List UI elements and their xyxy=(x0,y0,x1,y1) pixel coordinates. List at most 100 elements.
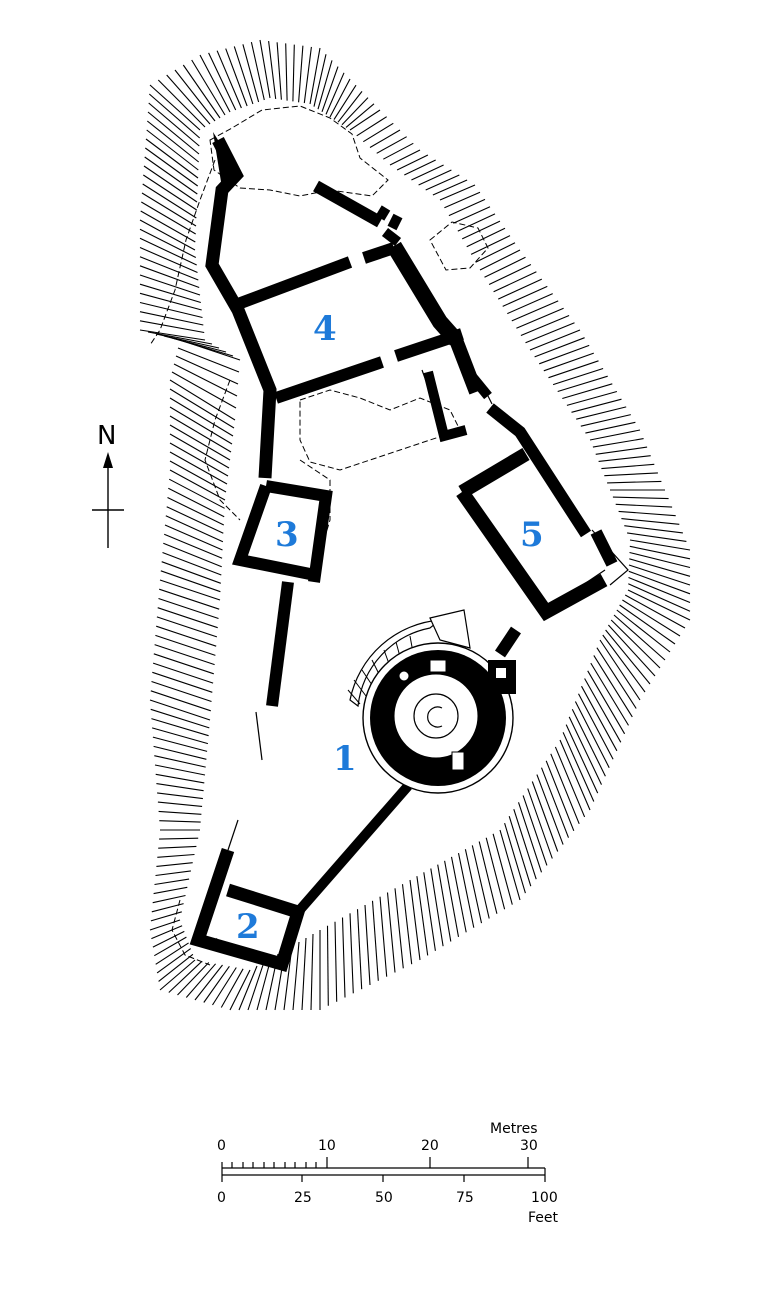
hachure-stroke xyxy=(152,894,186,904)
hachure-stroke xyxy=(502,285,548,307)
hachure-stroke xyxy=(411,164,444,181)
hachure-stroke xyxy=(485,837,506,910)
hachure-stroke xyxy=(590,662,629,726)
hachure-stroke xyxy=(169,388,235,429)
hachure-stroke xyxy=(177,347,240,373)
hachure-stroke xyxy=(154,755,206,768)
hachure-stroke xyxy=(601,463,655,470)
hachure-stroke xyxy=(333,84,357,120)
area-numbers: 1 2 3 4 5 xyxy=(236,309,544,947)
hachure-stroke xyxy=(559,739,591,811)
hachure-stroke xyxy=(285,43,288,101)
hachure-stroke xyxy=(144,156,198,195)
hachure-stroke xyxy=(450,856,467,933)
hachure-stroke xyxy=(401,884,413,965)
hachure-stroke xyxy=(171,371,237,409)
hachure-stroke xyxy=(169,379,236,421)
hachure-stroke xyxy=(618,510,676,517)
hachure-stroke xyxy=(628,576,691,604)
hachure-stroke xyxy=(166,506,224,534)
hachure-stroke xyxy=(439,184,476,201)
hachure-stroke xyxy=(313,54,327,107)
hachure-stroke xyxy=(154,936,187,957)
hachure-stroke xyxy=(396,154,429,171)
hachure-stroke xyxy=(598,455,651,462)
hachure-stroke xyxy=(159,579,221,601)
hachure-stroke xyxy=(208,52,237,111)
hachure-stroke xyxy=(139,228,197,258)
hachure-stroke xyxy=(142,174,198,211)
hachure-stroke xyxy=(169,424,231,461)
hachure-stroke xyxy=(548,360,599,379)
label-area-5: 5 xyxy=(520,515,544,555)
hachure-stroke xyxy=(156,616,218,638)
hachure-stroke xyxy=(349,913,354,994)
hachure-stroke xyxy=(418,169,452,186)
hachure-stroke xyxy=(182,64,221,119)
hachure-stroke xyxy=(149,84,201,131)
scale-feet-tick-100: 100 xyxy=(531,1190,558,1206)
hachure-stroke xyxy=(341,97,369,126)
north-arrowhead xyxy=(103,452,113,468)
hachure-stroke xyxy=(139,329,206,341)
hachure-stroke xyxy=(174,69,216,122)
hachure-stroke xyxy=(394,888,404,969)
hachure-stroke xyxy=(540,767,570,838)
hachure-stroke xyxy=(593,655,633,718)
hachure-stroke xyxy=(585,421,636,434)
hachure-stroke xyxy=(628,570,691,595)
hachure-stroke xyxy=(488,264,532,285)
hachure-stroke xyxy=(151,718,209,737)
hachure-stroke xyxy=(140,210,196,243)
hachure-stroke xyxy=(161,561,221,584)
hachure-stroke xyxy=(169,442,229,477)
hachure-stroke xyxy=(151,925,183,940)
hachure-stroke xyxy=(363,122,394,143)
hachure-stroke xyxy=(557,375,608,393)
hachure-stroke xyxy=(169,469,226,501)
hachure-stroke xyxy=(157,853,195,858)
hachure-stroke xyxy=(158,597,219,620)
hachure-stroke xyxy=(568,716,602,785)
scale-metres-label: Metres xyxy=(490,1121,538,1137)
hachure-stroke xyxy=(194,964,223,1001)
rock-outcrops xyxy=(149,105,489,966)
hachure-stroke xyxy=(163,533,223,559)
hachure-stroke xyxy=(550,753,580,825)
hachure-stroke xyxy=(507,293,553,315)
hachure-stroke xyxy=(169,415,232,453)
hachure-stroke xyxy=(156,948,192,974)
hachure-stroke xyxy=(159,959,196,991)
hachure-stroke xyxy=(508,816,532,887)
hachure-stroke xyxy=(522,795,548,866)
hachure-stroke xyxy=(565,724,599,794)
hachure-stroke xyxy=(159,820,201,823)
hachure-stroke xyxy=(238,965,258,1011)
hachure-stroke xyxy=(225,48,248,107)
hachure-stroke xyxy=(607,480,662,484)
hachure-stroke xyxy=(578,693,614,760)
hachure-stroke xyxy=(292,44,295,102)
hachure-stroke xyxy=(516,307,564,329)
hachure-stroke xyxy=(386,892,396,973)
hachure-stroke xyxy=(159,588,220,610)
hachure-stroke xyxy=(144,147,199,187)
label-area-3: 3 xyxy=(275,515,299,555)
hachure-stroke xyxy=(139,320,205,334)
hachure-stroke xyxy=(499,829,521,901)
hachure-stroke xyxy=(624,594,686,629)
hachure-stroke xyxy=(337,91,363,123)
hachure-stroke xyxy=(157,801,203,807)
hachure-stroke xyxy=(139,311,204,326)
hachure-stroke xyxy=(152,671,213,693)
hachure-stroke xyxy=(404,159,436,176)
hachure-stroke xyxy=(349,109,381,131)
hachure-stroke xyxy=(146,120,200,163)
hachure-stroke xyxy=(155,773,205,784)
hachure-stroke xyxy=(166,74,211,125)
hachure-stroke xyxy=(492,833,513,905)
hachure-stroke xyxy=(169,406,233,445)
hachure-stroke xyxy=(158,810,202,815)
hachure-stroke xyxy=(627,532,687,542)
